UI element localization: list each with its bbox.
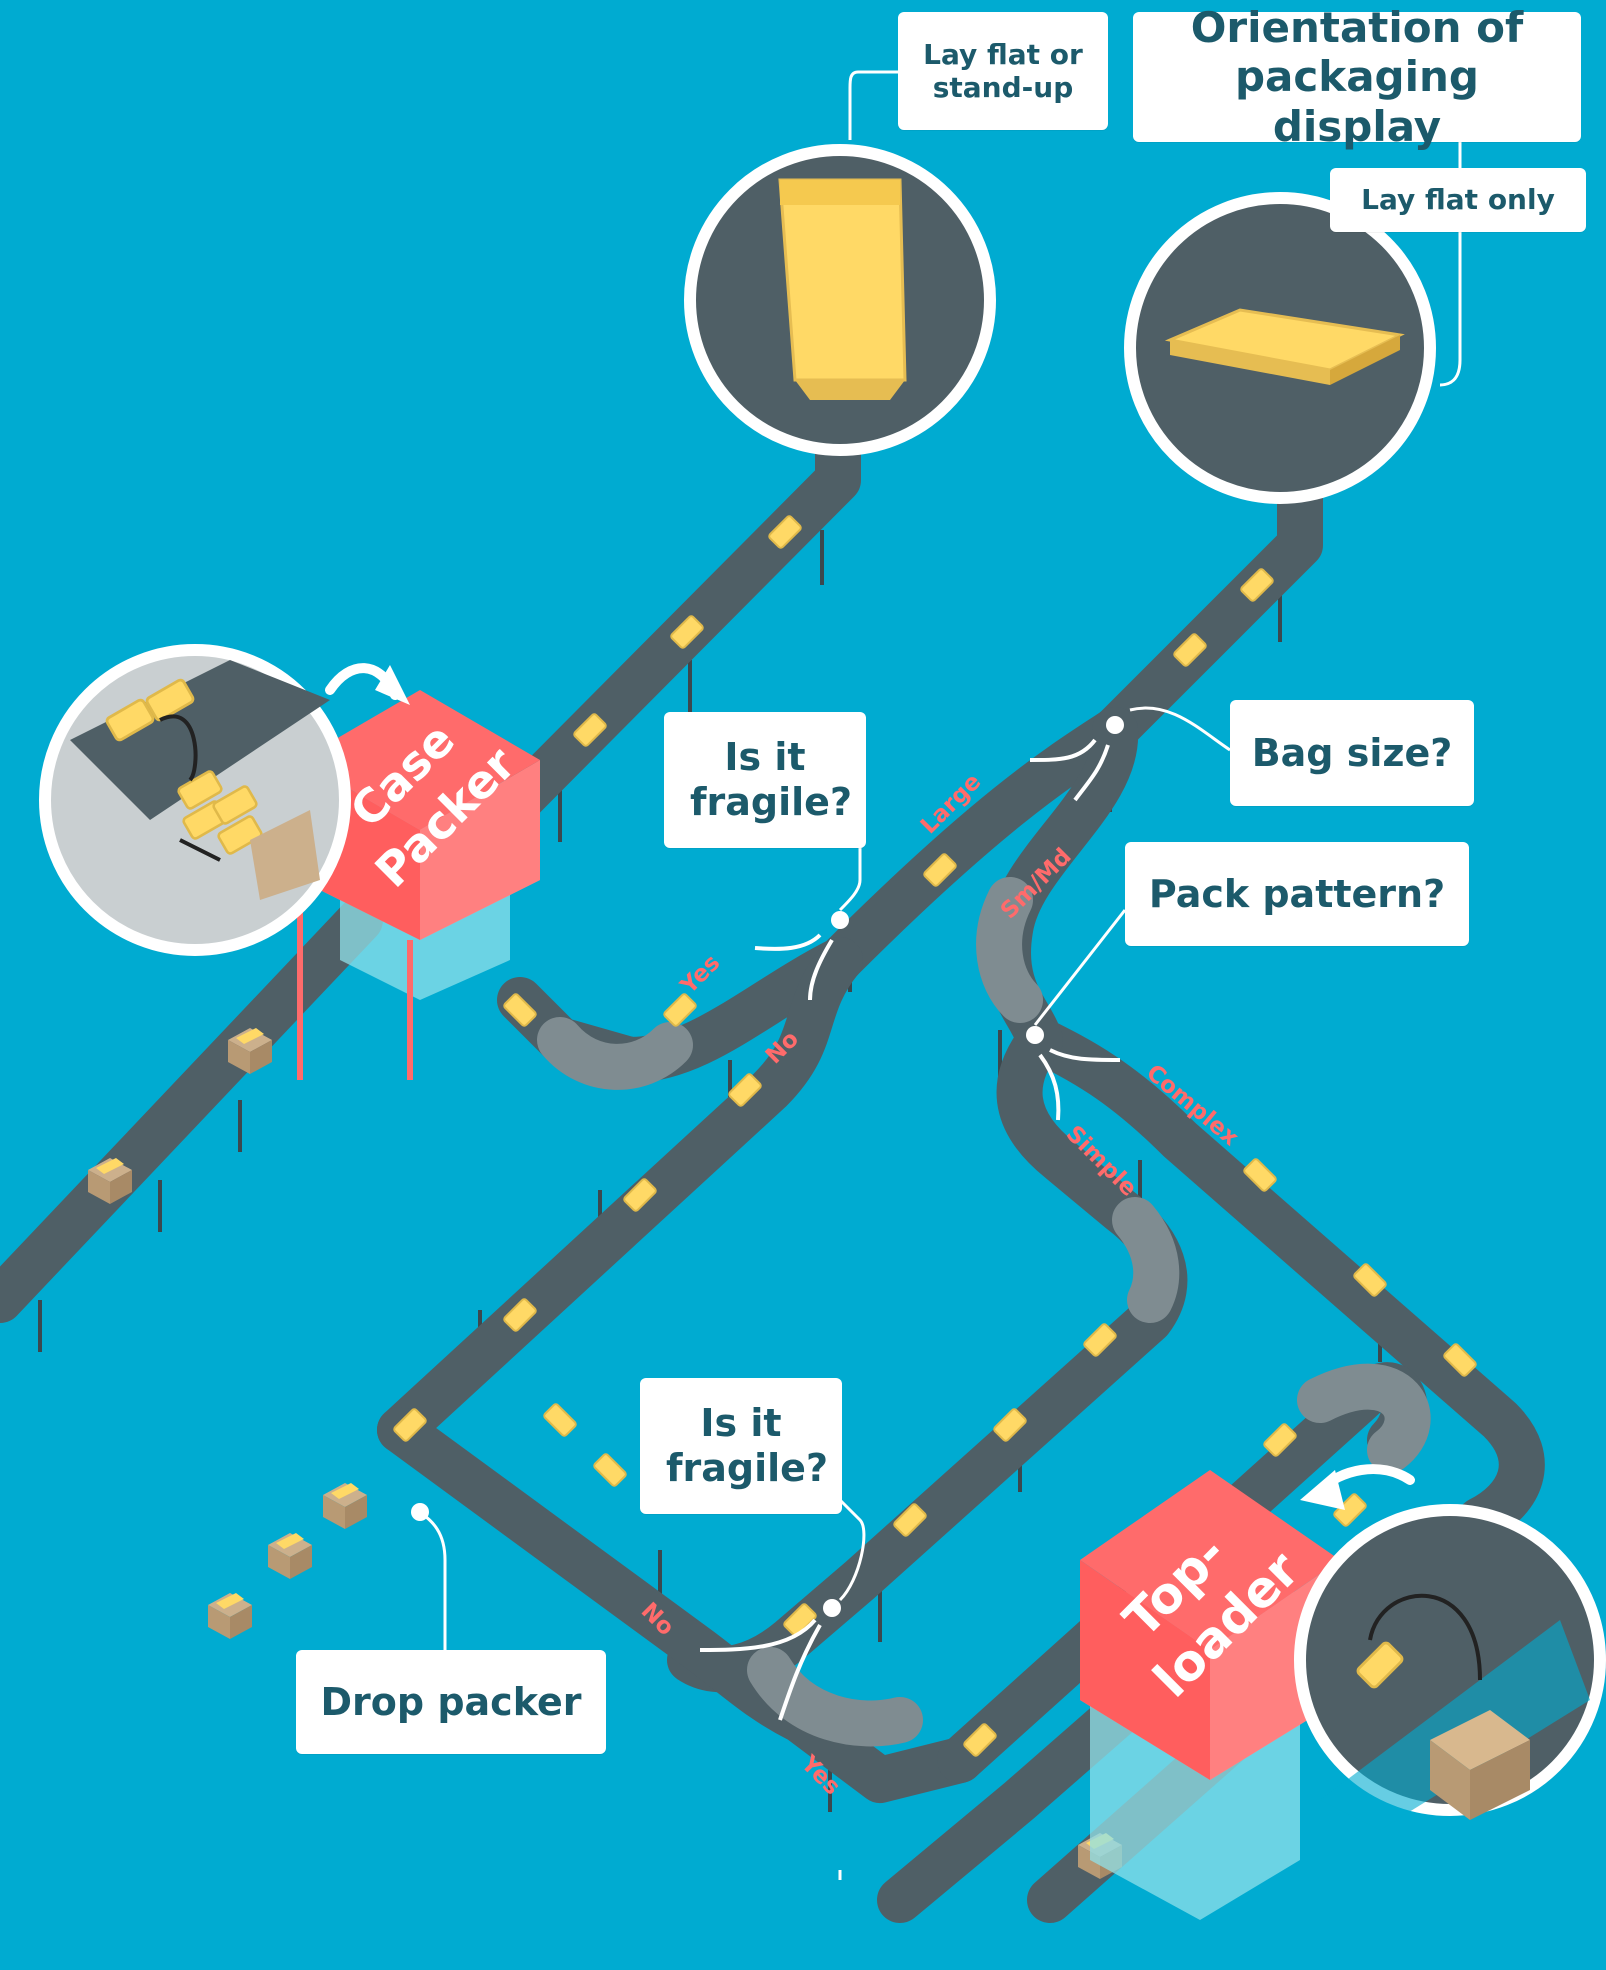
bag-size-box: Bag size? xyxy=(1230,700,1474,806)
drop-packer-label: Drop packer xyxy=(321,1680,582,1725)
option-flat-label: Lay flat only xyxy=(1361,183,1555,216)
flat-pouch-circle xyxy=(1130,198,1430,498)
option-standup-box: Lay flat or stand-up xyxy=(898,12,1108,130)
case-packer-detail-circle xyxy=(45,650,345,950)
option-standup-label: Lay flat or stand-up xyxy=(918,38,1088,104)
fragile-top-question: Is it fragile? xyxy=(690,735,840,825)
title-box: Orientation of packaging display xyxy=(1133,12,1581,142)
pack-pattern-question: Pack pattern? xyxy=(1149,872,1445,917)
drop-packer-box: Drop packer xyxy=(296,1650,606,1754)
fragile-top-box: Is it fragile? xyxy=(664,712,866,848)
page-title: Orientation of packaging display xyxy=(1157,3,1557,152)
bag-size-question: Bag size? xyxy=(1252,731,1453,776)
top-loader-detail-circle xyxy=(1300,1510,1600,1830)
standup-pouch-circle xyxy=(690,150,990,450)
branch-yes-top: Yes xyxy=(675,950,725,1000)
fragile-bottom-question: Is it fragile? xyxy=(666,1401,816,1491)
fragile-bottom-box: Is it fragile? xyxy=(640,1378,842,1514)
option-flat-box: Lay flat only xyxy=(1330,168,1586,232)
pack-pattern-box: Pack pattern? xyxy=(1125,842,1469,946)
